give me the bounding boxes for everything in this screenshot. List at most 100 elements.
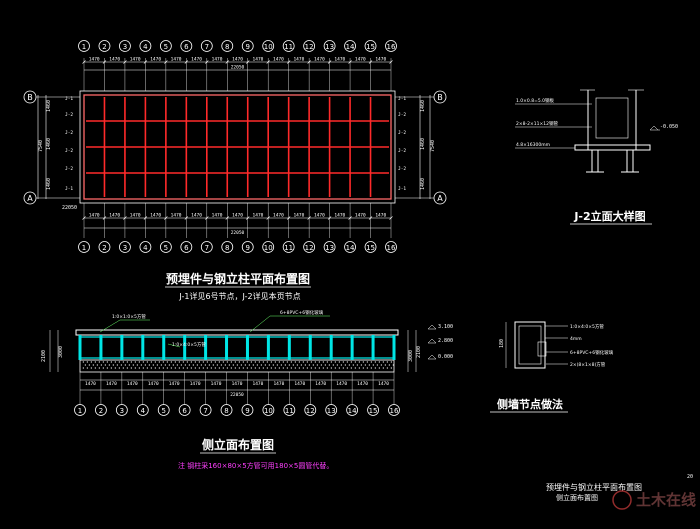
plan-bottom-axis-label: 3 [123, 244, 127, 252]
watermark: 预埋件与钢立柱平面布置图 侧立面布置图 20 土木在线 [546, 474, 696, 510]
watermark-line-1: 预埋件与钢立柱平面布置图 [546, 482, 642, 492]
elevation-bay-label: 1470 [357, 381, 368, 387]
hatch-dot [266, 367, 268, 369]
hatch-dot [144, 364, 146, 366]
hatch-dot [348, 364, 350, 366]
hatch-dot [124, 364, 126, 366]
hatch-dot [366, 361, 368, 363]
hatch-dot [210, 361, 212, 363]
plan-top-axis-label: 1 [82, 43, 86, 51]
hatch-dot [132, 364, 134, 366]
plan-top-dim-label: 1470 [212, 57, 223, 63]
hatch-dot [314, 361, 316, 363]
hatch-dot [276, 364, 278, 366]
hatch-dot [190, 361, 192, 363]
plan-top-axis-label: 2 [102, 43, 106, 51]
hatch-dot [388, 364, 390, 366]
hatch-dot [322, 361, 324, 363]
elevation-bay-label: 1470 [378, 381, 389, 387]
plan-right-marker: J-2 [398, 130, 406, 136]
hatch-dot [232, 364, 234, 366]
plan-top-dim-label: 1470 [253, 57, 264, 63]
hatch-dot [126, 361, 128, 363]
elevation-axis-label: 11 [285, 407, 294, 415]
hatch-dot [382, 367, 384, 369]
plan-left-marker: J-2 [65, 166, 73, 172]
elevation-column [162, 335, 166, 360]
plan-bottom-dim-label: 1470 [293, 213, 304, 219]
hatch-dot [302, 367, 304, 369]
elevation-axis-label: 13 [327, 407, 336, 415]
elevation-column [183, 335, 187, 360]
plan-bottom-dim-label: 1470 [150, 213, 161, 219]
plan-top-dim-tick [327, 60, 332, 64]
hatch-dot [118, 361, 120, 363]
elevation-axis-bubble [283, 404, 296, 416]
plan-bottom-dim-tick [205, 216, 209, 220]
plan-bottom-axis-label: 16 [387, 244, 396, 252]
hatch-dot [154, 361, 156, 363]
plan-bottom-axis-bubble [200, 241, 213, 253]
plan-top-axis-bubble [98, 40, 111, 52]
plan-top-dim-label: 1470 [109, 57, 120, 63]
hatch-dot [318, 361, 320, 363]
plan-bottom-axis-label: 10 [264, 244, 273, 252]
hatch-dot [244, 364, 246, 366]
hatch-dot [166, 361, 168, 363]
hatch-dot [338, 367, 340, 369]
hatch-dot [366, 367, 368, 369]
plan-top-axis-label: 3 [123, 43, 127, 51]
hatch-dot [296, 364, 298, 366]
elevation-axis-bubble [325, 404, 338, 416]
plan-bottom-dim-tick [164, 216, 168, 220]
plan-top-dim-tick [389, 60, 393, 64]
elevation-column [266, 335, 270, 360]
hatch-dot [240, 364, 242, 366]
hatch-dot [312, 364, 314, 366]
hatch-dot [274, 367, 276, 369]
hatch-dot [130, 361, 132, 363]
hatch-dot [100, 364, 102, 366]
elevation-column [392, 335, 396, 360]
row-b-label-right: B [437, 93, 443, 102]
hatch-dot [278, 367, 280, 369]
hatch-dot [222, 367, 224, 369]
hatch-dot [128, 364, 130, 366]
elevation-bay-label: 1470 [85, 381, 96, 387]
hatch-dot [114, 361, 116, 363]
plan-right-marker: J-1 [398, 96, 406, 102]
elev-callout-top: 6+8PVC+6钢化玻璃 [280, 309, 324, 316]
elevation-axis-bubble [262, 404, 275, 416]
plan-bottom-dim-label: 1470 [355, 213, 366, 219]
elevation-columns [78, 335, 396, 360]
hatch-dot [334, 361, 336, 363]
watermark-logo-text: 土木在线 [636, 491, 696, 509]
hatch-dot [300, 364, 302, 366]
hatch-dot [86, 361, 88, 363]
elevation-bay-label: 1470 [211, 381, 222, 387]
hatch-dot [190, 367, 192, 369]
hatch-dot [206, 361, 208, 363]
plan-top-dim-label: 1470 [355, 57, 366, 63]
plan-top-axis-bubble [180, 40, 193, 52]
hatch-dot [250, 367, 252, 369]
elev-right-dim-1: 3000 [408, 350, 414, 362]
hatch-dot [98, 367, 100, 369]
hatch-dot [270, 367, 272, 369]
plan-top-axis-bubble [323, 40, 336, 52]
elevation-bay-label: 1470 [106, 381, 117, 387]
hatch-dot [358, 361, 360, 363]
plan-note: J-1详见6号节点，J-2详见本页节点 [178, 291, 300, 301]
hatch-dot [172, 364, 174, 366]
hatch-dot [294, 367, 296, 369]
elevation-bay-label: 1470 [169, 381, 180, 387]
hatch-dot [306, 367, 308, 369]
plan-bottom-axis-label: 1 [82, 244, 86, 252]
plan-title: 预埋件与钢立柱平面布置图 [166, 271, 310, 286]
hatch-dot [248, 364, 250, 366]
elevation-axis-label: 16 [390, 407, 399, 415]
elevation-bay-label: 1470 [315, 381, 326, 387]
plan-top-axis-bubble [200, 40, 213, 52]
plan-bottom-axis-label: 4 [143, 244, 148, 252]
plan-bottom-dim-tick [327, 216, 332, 220]
